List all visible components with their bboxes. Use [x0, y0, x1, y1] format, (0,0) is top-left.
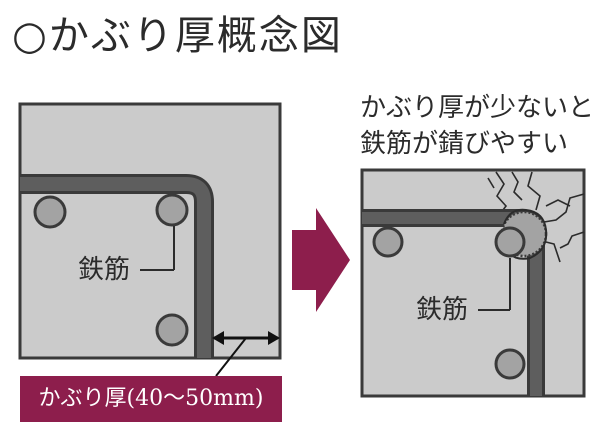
rebar-section-right-3 [494, 348, 526, 380]
concrete-block-right [360, 168, 586, 398]
rebar-section-left-2 [155, 193, 189, 227]
cover-thickness-label: かぶり厚(40〜50mm) [20, 376, 282, 422]
page-title: ○かぶり厚概念図 [12, 13, 343, 59]
rebar-section-right-2 [494, 226, 526, 258]
transition-arrow [292, 208, 350, 312]
rebar-section-left-3 [155, 313, 189, 347]
warning-line-1: かぶり厚が少ないと [360, 93, 595, 123]
rebar-section-left-1 [33, 195, 67, 229]
warning-line-2: 鉄筋が錆びやすい [360, 129, 569, 159]
rebar-label-left: 鉄筋 [78, 255, 131, 285]
rebar-label-right: 鉄筋 [416, 295, 469, 325]
concrete-block-left [18, 102, 282, 360]
warning-text: かぶり厚が少ないと 鉄筋が錆びやすい [360, 90, 594, 162]
concrete-cracks [487, 171, 585, 263]
rebar-section-right-1 [372, 226, 404, 258]
cover-dimension-arrow [212, 331, 280, 377]
rebar-bent-left-core [20, 177, 211, 358]
